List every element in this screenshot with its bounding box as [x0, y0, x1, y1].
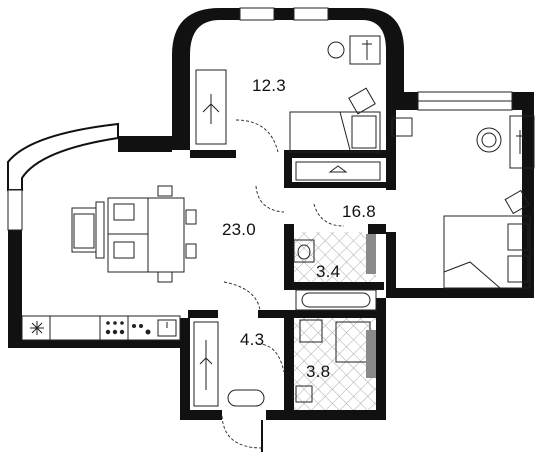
- fridge-snowflake-icon: [30, 321, 44, 335]
- room-area-bedroom-small: 12.3: [252, 76, 286, 95]
- kitchen-counter: [21, 315, 181, 341]
- room-area-bedroom-large: 16.8: [342, 202, 376, 221]
- windows: [7, 7, 513, 231]
- sink-icon: [157, 319, 177, 337]
- clothes-hanger-icon: [193, 321, 219, 407]
- stove-icon: [105, 321, 151, 335]
- doormat: [227, 389, 265, 407]
- room-area-bathroom-1: 3.4: [316, 262, 341, 281]
- washing-machine-icon: [366, 234, 376, 274]
- desk-chair-icon: [391, 115, 535, 169]
- bathtub-icon: [295, 289, 377, 311]
- bed-icon: [443, 189, 531, 289]
- bathroom-1-floor: [292, 232, 376, 288]
- bathroom-2-floor: [292, 318, 376, 410]
- sink-icon: [293, 239, 315, 263]
- armchair-icon: [73, 213, 95, 249]
- toilet-icon: [295, 319, 376, 403]
- room-area-bathroom-2: 3.8: [306, 362, 331, 381]
- room-area-hallway: 4.3: [240, 330, 265, 349]
- bed-icon: [289, 111, 381, 153]
- room-area-living-kitchen: 23.0: [222, 220, 256, 239]
- sofa-icon: [71, 201, 105, 259]
- dining-table-icon: [107, 185, 197, 283]
- clothes-hanger-icon: [195, 69, 381, 181]
- door-swings: [221, 119, 345, 449]
- desk-chair-icon: [327, 35, 381, 115]
